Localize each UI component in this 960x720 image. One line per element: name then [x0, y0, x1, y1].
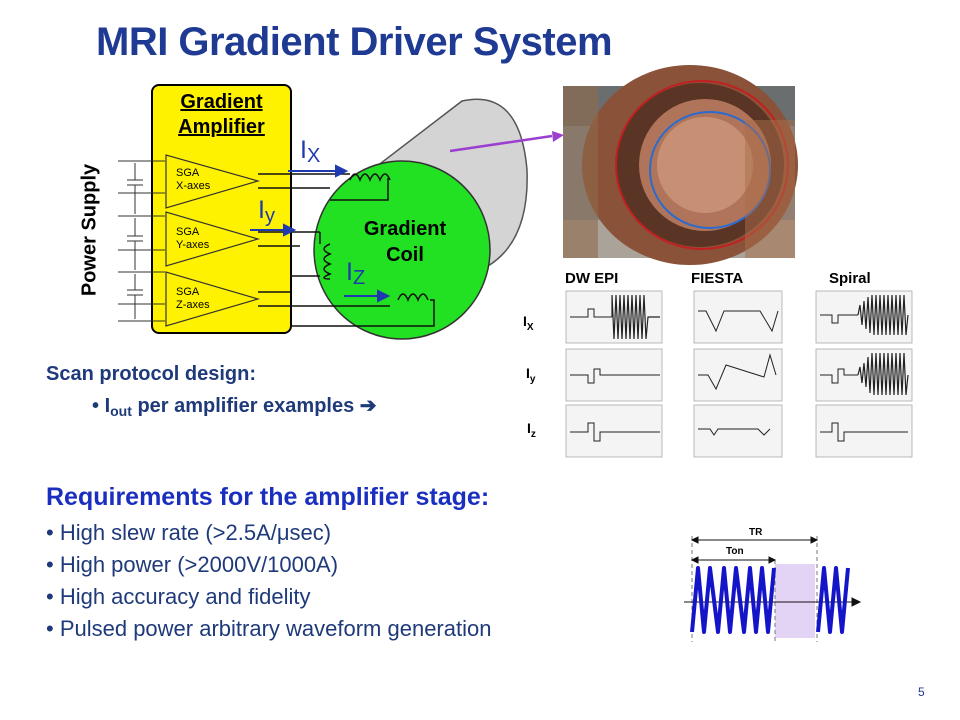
current-iz-axis: Z [353, 267, 365, 289]
current-iy-symbol: I [258, 196, 265, 224]
pulse-waveform [692, 568, 848, 632]
sga-z-label-line1: SGA [176, 286, 210, 299]
waveform-header-spiral: Spiral [829, 270, 871, 287]
sga-z-label-line2: Z-axes [176, 299, 210, 312]
off-period-region [775, 564, 815, 638]
sga-y-label-line2: Y-axes [176, 239, 209, 252]
plot-fiesta-z [694, 405, 782, 457]
coil-label-line1: Gradient [350, 216, 460, 242]
pulse-timing-diagram [680, 522, 870, 652]
page-number: 5 [918, 685, 925, 699]
sga-y-label-line1: SGA [176, 226, 209, 239]
waveform-header-dw-epi: DW EPI [565, 270, 618, 287]
waveform-row-iy: Iy [526, 365, 535, 385]
requirement-item: • High slew rate (>2.5A/μsec) [46, 520, 331, 546]
tr-label: TR [749, 527, 762, 538]
plot-dwepi-z [566, 405, 662, 457]
ton-label: Ton [726, 546, 744, 557]
scan-protocol-bullet-text: per amplifier examples ➔ [132, 395, 377, 417]
coil-label-line2: Coil [350, 242, 460, 268]
current-iy-axis: y [265, 205, 275, 227]
sga-x-label-line2: X-axes [176, 180, 210, 193]
waveform-plots [548, 287, 920, 467]
row-iz-axis: z [531, 429, 536, 440]
requirement-item: • High power (>2000V/1000A) [46, 552, 338, 578]
row-ix-axis: X [527, 322, 534, 333]
scan-protocol-heading: Scan protocol design: [46, 363, 256, 386]
iout-subscript: out [110, 403, 132, 419]
sga-z-label: SGA Z-axes [176, 286, 210, 312]
gradient-coil-photo [563, 65, 798, 265]
waveform-row-ix: IX [523, 313, 534, 333]
sga-y-label: SGA Y-axes [176, 226, 209, 252]
plot-spiral-z [816, 405, 912, 457]
current-iy-label: Iy [258, 196, 275, 228]
requirement-item: • Pulsed power arbitrary waveform genera… [46, 616, 491, 642]
row-iy-axis: y [530, 374, 536, 385]
current-ix-label: IX [300, 136, 320, 168]
current-ix-symbol: I [300, 136, 307, 164]
sga-x-label-line1: SGA [176, 167, 210, 180]
sga-x-label: SGA X-axes [176, 167, 210, 193]
requirement-item: • High accuracy and fidelity [46, 584, 311, 610]
plot-fiesta-x [694, 291, 782, 343]
gradient-coil-label: Gradient Coil [350, 216, 460, 268]
capacitor-icon [127, 163, 143, 319]
waveform-row-iz: Iz [527, 420, 536, 440]
scan-protocol-bullet: • Iout per amplifier examples ➔ [92, 393, 377, 419]
requirements-heading: Requirements for the amplifier stage: [46, 483, 489, 512]
waveform-header-fiesta: FIESTA [691, 270, 743, 287]
current-ix-axis: X [307, 145, 320, 167]
